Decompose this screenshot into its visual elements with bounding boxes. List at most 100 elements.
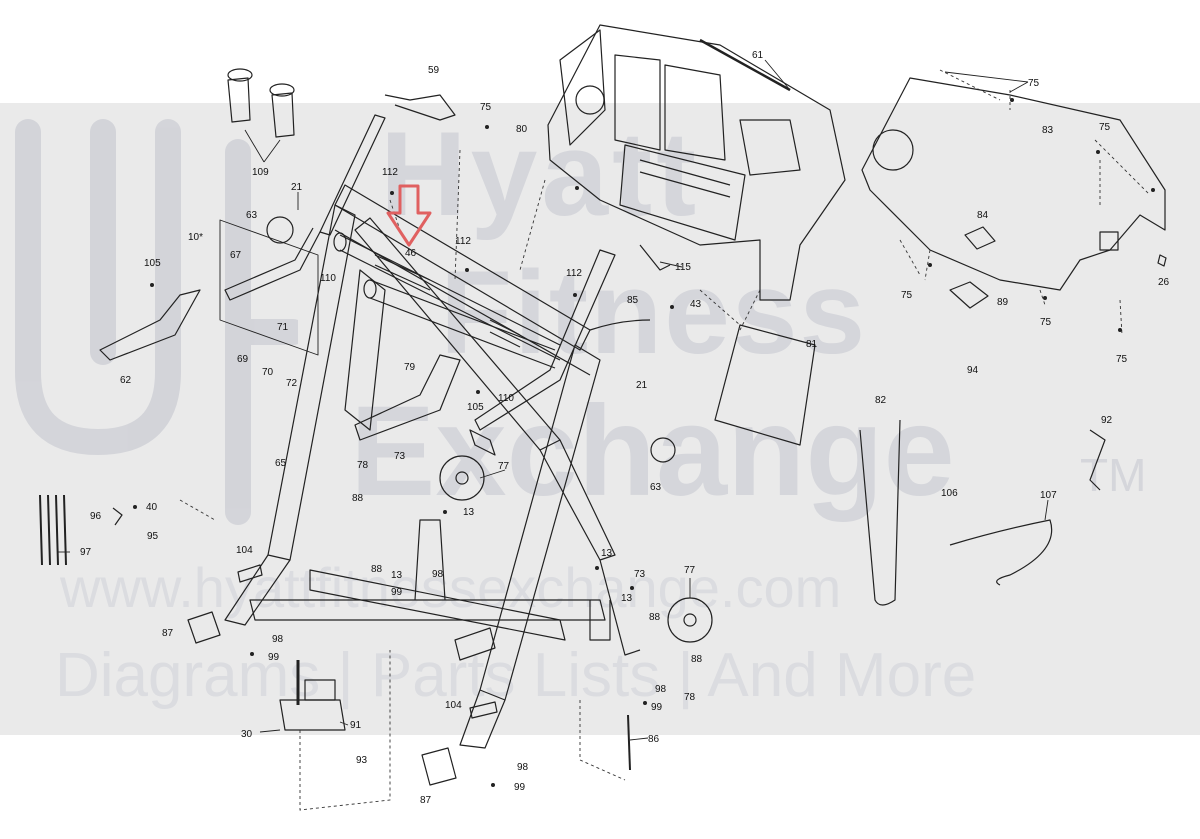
part-label: 95 (147, 531, 159, 542)
part-label: 61 (752, 50, 764, 61)
watermark-trademark: TM (1080, 449, 1147, 501)
watermark-tagline: Diagrams | Parts Lists | And More (55, 641, 977, 710)
part-label: 87 (162, 628, 174, 639)
part-label: 72 (286, 378, 298, 389)
part-label: 21 (291, 182, 303, 193)
part-label: 104 (445, 700, 462, 711)
watermark-band (0, 103, 1200, 735)
roller-crossbars (333, 232, 561, 369)
part-label: 13 (621, 593, 633, 604)
part-label: 83 (1042, 125, 1054, 136)
part-label: 91 (350, 720, 362, 731)
part-label: 110 (320, 273, 336, 284)
console-assembly (547, 24, 846, 301)
part-label: 75 (901, 290, 913, 301)
part-label: 75 (1040, 317, 1052, 328)
part-label: 75 (1028, 78, 1040, 89)
part-label: 106 (941, 488, 958, 499)
part-label: 105 (467, 402, 484, 413)
part-label: 105 (144, 258, 161, 269)
part-label: 88 (352, 493, 364, 504)
part-label: 99 (514, 782, 526, 793)
part-label: 86 (648, 734, 660, 745)
watermark-line2: Fitness (440, 247, 868, 379)
part-label: 89 (997, 297, 1009, 308)
part-label: 98 (272, 634, 284, 645)
part-label: 98 (517, 762, 529, 773)
part-label: 92 (1101, 415, 1113, 426)
part-label: 59 (428, 65, 440, 76)
safety-cover (714, 324, 816, 446)
part-label: 13 (463, 507, 475, 518)
part-label: 75 (1099, 122, 1111, 133)
part-label: 69 (237, 354, 249, 365)
watermark-line3: Exchange (350, 380, 955, 523)
part-label: 107 (1040, 490, 1057, 501)
part-label: 84 (977, 210, 989, 221)
part-label: 81 (806, 339, 818, 350)
part-label: 112 (566, 268, 582, 279)
part-label: 30 (241, 729, 253, 740)
part-label: 75 (1116, 354, 1128, 365)
right-upright-handle (469, 249, 616, 456)
part-label: 80 (516, 124, 528, 135)
part-label: 115 (675, 262, 691, 273)
part-label: 88 (649, 612, 661, 623)
part-label: 63 (246, 210, 258, 221)
part-label: 67 (230, 250, 242, 261)
part-label: 21 (636, 380, 648, 391)
part-label: 109 (252, 167, 269, 178)
part-label: 63 (650, 482, 662, 493)
watermark-url: www.hyattfitnessexchange.com (60, 556, 842, 619)
leaders (58, 59, 1049, 741)
part-label: 26 (1158, 277, 1170, 288)
hardware-dots (133, 98, 1155, 787)
part-label: 82 (875, 395, 887, 406)
part-label: 65 (275, 458, 287, 469)
part-label: 77 (498, 461, 510, 472)
left-handlebar (219, 114, 386, 356)
part-label: 110 (498, 393, 514, 404)
part-label: 88 (371, 564, 383, 575)
cables (39, 94, 1106, 771)
part-label: 78 (684, 692, 696, 703)
part-label: 73 (394, 451, 406, 462)
part-label: 94 (967, 365, 979, 376)
watermark-line1: Hyatt (380, 107, 701, 241)
motor-bracket (279, 660, 346, 731)
part-label: 99 (651, 702, 663, 713)
part-label: 96 (90, 511, 102, 522)
hand-grips (227, 68, 295, 138)
part-label: 112 (382, 167, 398, 178)
part-label: 10* (188, 232, 203, 243)
part-label: 87 (420, 795, 432, 806)
leader-dashes (179, 69, 1151, 811)
part-label: 40 (146, 502, 158, 513)
part-label: 73 (634, 569, 646, 580)
part-label: 104 (236, 545, 253, 556)
part-label: 43 (690, 299, 702, 310)
feet-pads (187, 564, 498, 786)
watermark-logo-icon (15, 119, 298, 525)
part-label: 13 (391, 570, 403, 581)
part-label: 71 (277, 322, 289, 333)
part-label: 70 (262, 367, 274, 378)
arm-covers (99, 289, 461, 441)
part-labels: 59 61 75 80 109 21 112 63 10* 67 105 110… (80, 50, 1170, 806)
part-label: 99 (268, 652, 280, 663)
part-label: 99 (391, 587, 403, 598)
part-label: 77 (684, 565, 696, 576)
part-label: 98 (655, 684, 667, 695)
part-label: 98 (432, 569, 444, 580)
part-label: 78 (357, 460, 369, 471)
part-label: 93 (356, 755, 368, 766)
part-label: 13 (601, 548, 613, 559)
part-label: 112 (455, 236, 471, 247)
part-label: 46 (405, 248, 417, 259)
part-label: 62 (120, 375, 132, 386)
part-label: 75 (480, 102, 492, 113)
part-label: 88 (691, 654, 703, 665)
part-label: 97 (80, 547, 92, 558)
